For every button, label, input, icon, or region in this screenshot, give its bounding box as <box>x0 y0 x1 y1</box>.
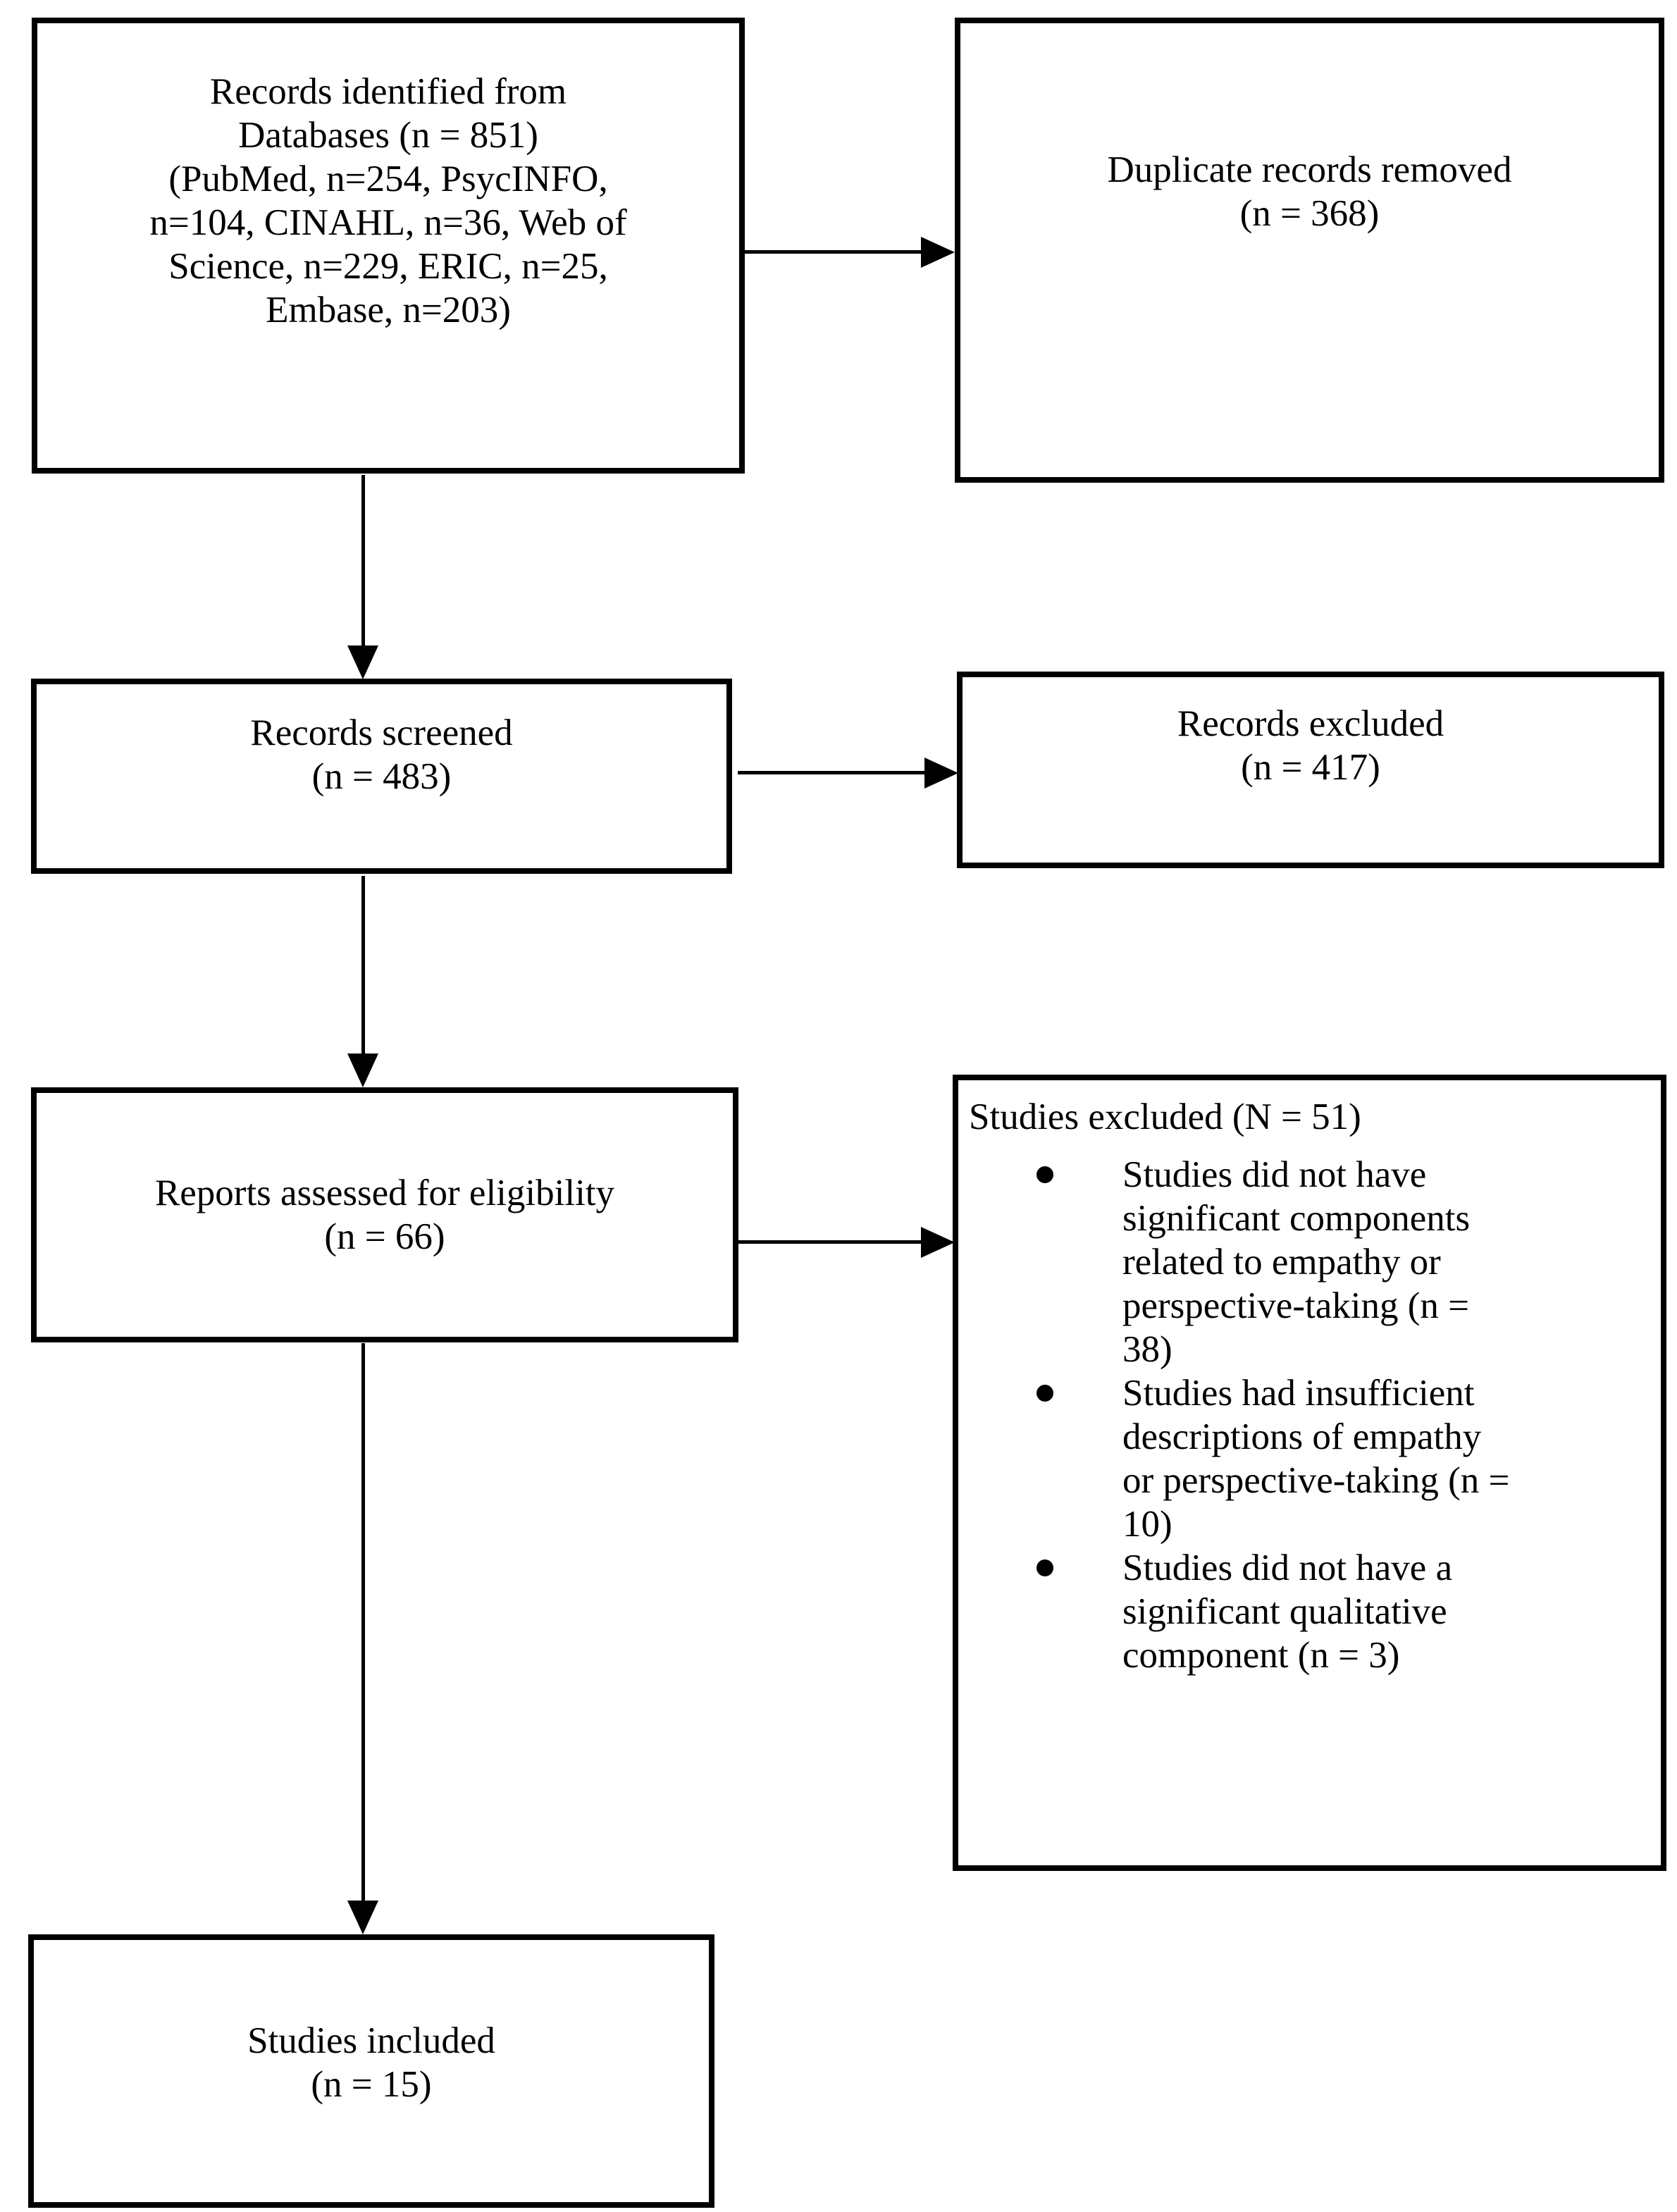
box-duplicate-records-removed: Duplicate records removed (n = 368) <box>955 18 1664 483</box>
bullet-icon <box>1036 1385 1053 1402</box>
excluded-reason-item: Studies had insufficient descriptions of… <box>969 1371 1652 1546</box>
bullet-icon <box>1036 1166 1053 1183</box>
studies-excluded-heading: Studies excluded (N = 51) <box>969 1096 1361 1137</box>
box-records-identified: Records identified from Databases (n = 8… <box>32 18 745 474</box>
arrow-assessed-to-included-line <box>361 1343 365 1901</box>
arrow-down-icon <box>347 645 378 679</box>
arrow-screened-to-excluded-line <box>738 771 924 774</box>
reports-assessed-text: Reports assessed for eligibility (n = 66… <box>154 1173 615 1257</box>
box-reports-assessed: Reports assessed for eligibility (n = 66… <box>31 1087 738 1342</box>
excluded-reason-item: Studies did not have a significant quali… <box>969 1546 1652 1677</box>
excluded-reason-text: Studies had insufficient descriptions of… <box>1122 1373 1510 1545</box>
studies-included-text: Studies included (n = 15) <box>247 2020 495 2105</box>
arrow-right-icon <box>924 758 958 789</box>
arrow-identified-to-duplicates-line <box>745 250 921 254</box>
arrow-screened-to-assessed-line <box>361 876 365 1054</box>
excluded-reason-item: Studies did not have significant compone… <box>969 1153 1652 1371</box>
box-records-screened: Records screened (n = 483) <box>31 679 732 874</box>
arrow-down-icon <box>347 1901 378 1934</box>
arrow-identified-to-screened-line <box>361 475 365 645</box>
records-screened-text: Records screened (n = 483) <box>250 712 513 797</box>
arrow-down-icon <box>347 1054 378 1087</box>
duplicate-records-removed-text: Duplicate records removed (n = 368) <box>1107 149 1512 234</box>
box-records-excluded: Records excluded (n = 417) <box>957 672 1664 868</box>
records-excluded-text: Records excluded (n = 417) <box>1177 703 1444 788</box>
records-identified-text: Records identified from Databases (n = 8… <box>149 71 627 330</box>
arrow-assessed-to-studies-excluded-line <box>738 1240 921 1244</box>
box-studies-included: Studies included (n = 15) <box>28 1934 714 2208</box>
box-studies-excluded: Studies excluded (N = 51) Studies did no… <box>953 1075 1666 1871</box>
excluded-reason-text: Studies did not have a significant quali… <box>1122 1547 1453 1676</box>
bullet-icon <box>1036 1559 1053 1576</box>
arrow-right-icon <box>921 237 955 268</box>
arrow-right-icon <box>921 1227 955 1258</box>
excluded-reason-text: Studies did not have significant compone… <box>1122 1154 1471 1370</box>
